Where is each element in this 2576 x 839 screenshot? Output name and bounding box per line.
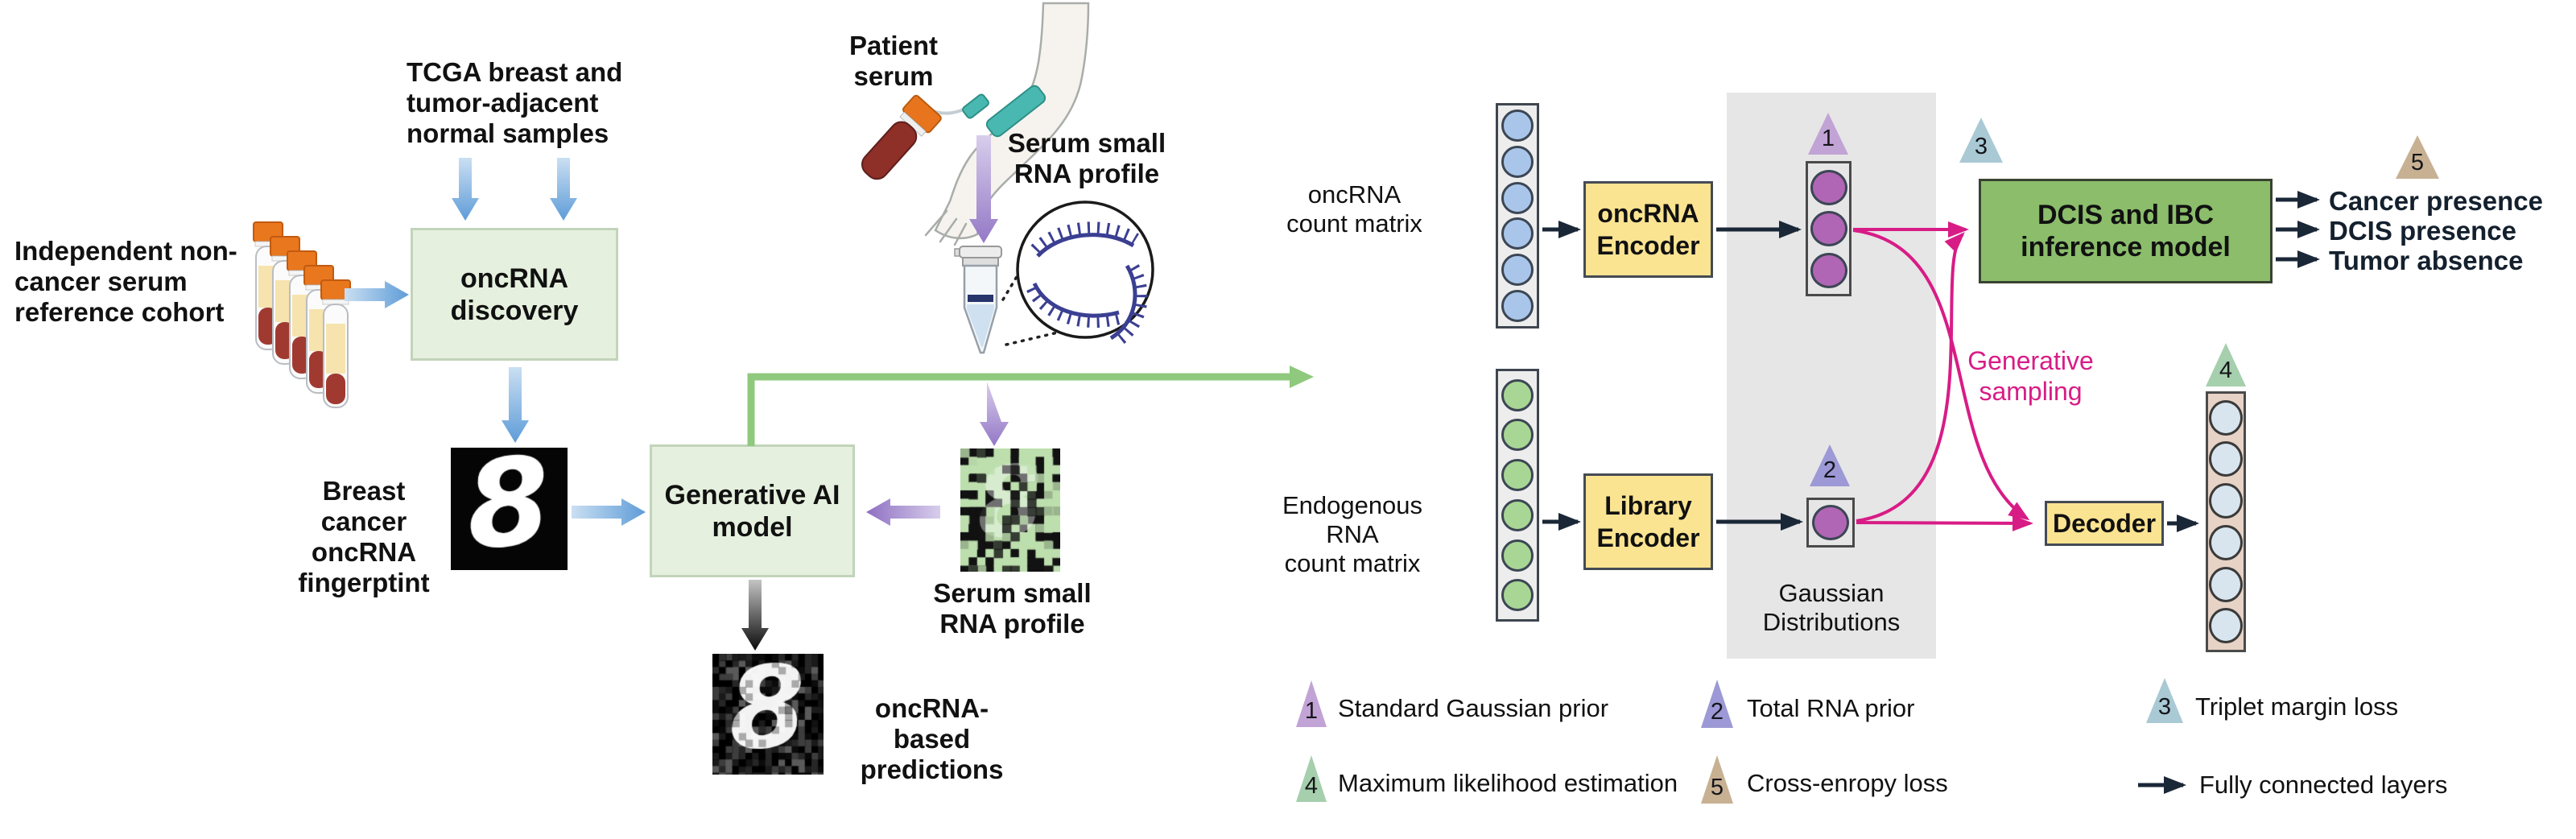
latent-z-vector xyxy=(1806,161,1852,296)
node xyxy=(1810,211,1847,246)
node xyxy=(2209,483,2243,519)
rna-strand-icon xyxy=(1030,221,1139,258)
legend-3-label: Triplet margin loss xyxy=(2195,692,2399,721)
legend-4-triangle: 4 xyxy=(1296,755,1327,802)
node xyxy=(1501,498,1534,531)
microtube-illustration xyxy=(954,246,1002,354)
node xyxy=(2209,441,2243,477)
serum-profile-matrix-image xyxy=(960,448,1060,572)
node xyxy=(1501,290,1534,323)
node xyxy=(1810,169,1847,205)
node xyxy=(1501,579,1534,612)
arrow-serum-to-model xyxy=(866,498,940,526)
legend-5-triangle: 5 xyxy=(1701,755,1733,804)
legend-1-label: Standard Gaussian prior xyxy=(1338,694,1609,722)
output-cancer-presence: Cancer presence xyxy=(2329,186,2543,216)
node xyxy=(1810,252,1847,288)
legend-fc-label: Fully connected layers xyxy=(2199,771,2448,799)
node xyxy=(1501,181,1534,214)
arrow-model-to-predictions xyxy=(741,580,769,651)
arrow-discovery-to-fingerprint xyxy=(502,367,529,443)
latent-library-node xyxy=(1806,498,1855,548)
decoder-box: Decoder xyxy=(2045,501,2164,546)
arrow-tcga-to-discovery xyxy=(452,158,479,221)
legend-4-label: Maximum likelihood estimation xyxy=(1338,769,1678,797)
reconstructed-output-vector xyxy=(2206,391,2246,652)
endogenous-count-vector xyxy=(1496,369,1539,622)
marker-4-triangle: 4 xyxy=(2206,343,2246,386)
node xyxy=(1501,378,1534,411)
node xyxy=(1501,145,1534,178)
node xyxy=(2209,524,2243,560)
legend-2-triangle: 2 xyxy=(1701,680,1733,728)
rna-magnifier-illustration xyxy=(1001,200,1154,347)
node xyxy=(1501,539,1534,572)
node xyxy=(2209,566,2243,602)
node xyxy=(1501,109,1534,142)
marker-5-triangle: 5 xyxy=(2396,135,2439,179)
arrow-tube-to-matrix xyxy=(980,382,1009,446)
node xyxy=(1812,505,1849,540)
marker-3-triangle: 3 xyxy=(1959,118,2003,163)
legend-2-label: Total RNA prior xyxy=(1747,694,1915,722)
node xyxy=(2209,399,2243,436)
blood-tube-icon xyxy=(861,94,942,180)
arrow-arm-to-tube xyxy=(969,135,998,243)
node xyxy=(2209,608,2243,644)
arrow-fingerprint-to-model xyxy=(572,498,646,526)
node xyxy=(1501,419,1534,452)
legend-3-triangle: 3 xyxy=(2146,678,2183,723)
node xyxy=(1501,459,1534,492)
rna-strand-icon xyxy=(1109,264,1148,347)
predictions-image xyxy=(712,654,824,775)
arrow-tcga-to-discovery-2 xyxy=(550,158,577,221)
arrow-tubes-to-discovery xyxy=(345,281,409,308)
output-tumor-absence: Tumor absence xyxy=(2329,246,2524,275)
node xyxy=(1501,254,1534,287)
oncrna-count-vector xyxy=(1496,103,1539,329)
fingerprint-image xyxy=(451,448,568,570)
output-dcis-presence: DCIS presence xyxy=(2329,216,2516,246)
legend-5-label: Cross-enropy loss xyxy=(1747,769,1948,797)
node xyxy=(1501,217,1534,250)
rna-strand-icon xyxy=(1026,282,1122,328)
arrow-model-to-encoders xyxy=(747,366,1314,446)
legend-1-triangle: 1 xyxy=(1296,680,1327,727)
